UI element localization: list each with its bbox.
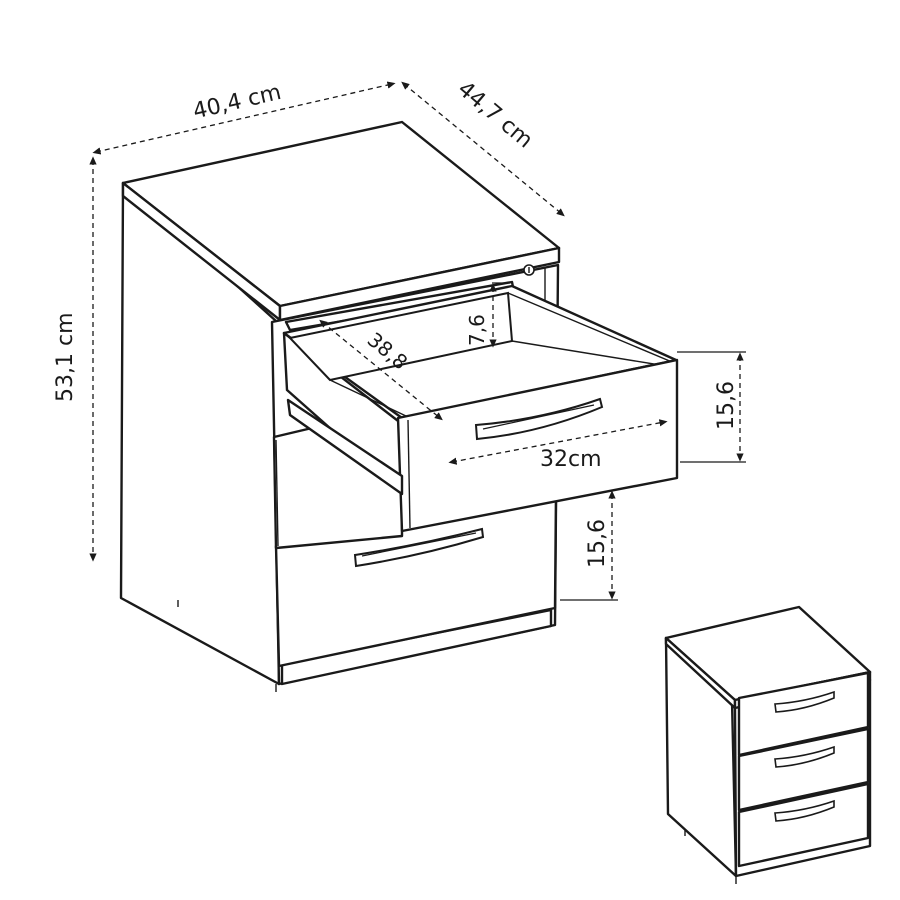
inner-height-label: 7,6 (465, 314, 489, 346)
handle-icon (774, 690, 835, 713)
handle-icon (353, 527, 485, 568)
thumb-drawer-bottom (737, 782, 870, 868)
depth-dimension-line (401, 81, 565, 217)
cabinet-top-front-edge (278, 246, 561, 322)
top-drawer-height-label: 15,6 (714, 381, 739, 430)
width-label: 40,4 cm (191, 80, 284, 124)
handle-icon (774, 799, 835, 822)
thumb-drawer-top (737, 671, 870, 757)
height-label: 53,1 cm (53, 312, 78, 402)
dimension-lines (89, 81, 746, 601)
thumb-drawer-middle (737, 727, 870, 812)
depth-label: 44,7 cm (453, 77, 538, 154)
width-dimension-line (92, 81, 396, 155)
inner-depth-dimension-line (319, 319, 443, 421)
closed-cabinet-thumbnail (664, 605, 872, 884)
inner-width-label: 32cm (540, 447, 602, 472)
handle-icon (774, 745, 835, 768)
lock-icon (523, 264, 535, 276)
middle-drawer-height-label: 15,6 (585, 519, 610, 568)
